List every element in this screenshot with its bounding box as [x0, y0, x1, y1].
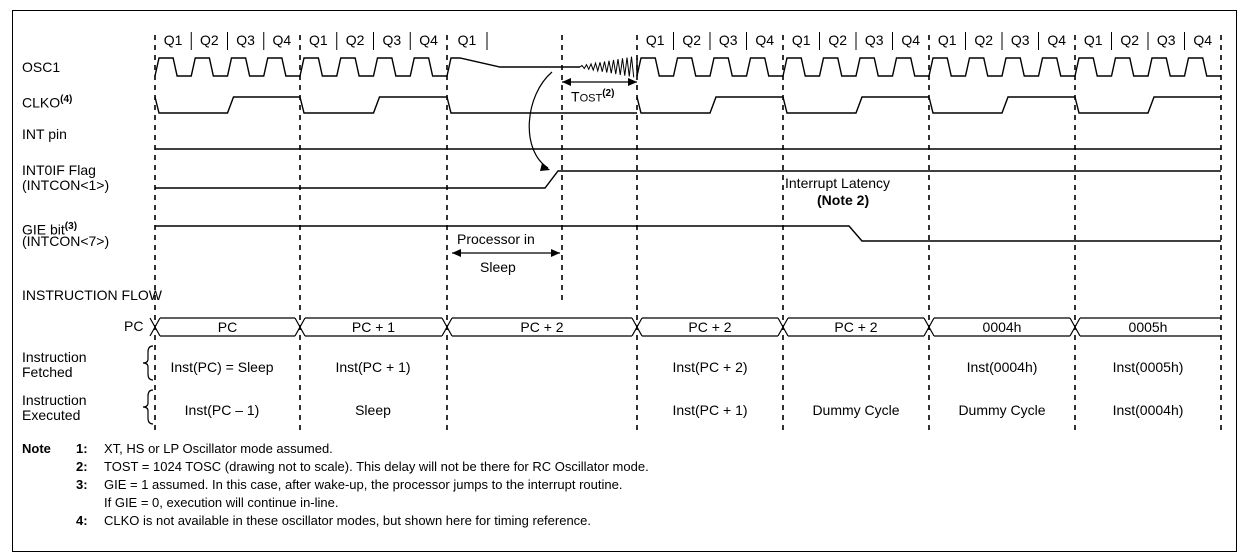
tost-label: TOST(2) — [570, 88, 615, 105]
note-1-text: XT, HS or LP Oscillator mode assumed. — [104, 441, 333, 456]
note-1-number: 1: — [76, 441, 88, 456]
executed-cell-5: Dummy Cycle — [958, 402, 1045, 418]
q-label-sleep-q1: Q1 — [458, 32, 477, 48]
osc1-waveform-pre — [154, 57, 580, 77]
executed-cell-0: Inst(PC – 1) — [185, 402, 260, 418]
q-label-0-1: Q2 — [200, 32, 219, 48]
note-2-number: 2: — [76, 459, 88, 474]
fetched-cell-3: Inst(PC + 2) — [672, 359, 747, 375]
q-label-5-0: Q1 — [938, 32, 957, 48]
q-label-6-0: Q1 — [1084, 32, 1103, 48]
diagram-frame — [12, 10, 1237, 552]
clko-waveform — [154, 96, 1221, 114]
executed-label-line1: Instruction — [22, 392, 87, 408]
q-label-4-3: Q4 — [901, 32, 920, 48]
wakeup-arrow — [528, 71, 553, 169]
pc-value-1: PC + 1 — [352, 319, 395, 335]
q-label-4-0: Q1 — [792, 32, 811, 48]
q-label-4-1: Q2 — [828, 32, 847, 48]
q-label-3-3: Q4 — [755, 32, 774, 48]
q-label-6-2: Q3 — [1157, 32, 1176, 48]
note-2-text: TOST = 1024 TOSC (drawing not to scale).… — [104, 459, 649, 474]
osc1-label: OSC1 — [22, 59, 61, 75]
note-3-text: GIE = 1 assumed. In this case, after wak… — [104, 477, 623, 492]
executed-label-line2: Executed — [22, 407, 81, 423]
sleep-arrow-right — [551, 249, 560, 257]
pc-value-0: PC — [218, 319, 237, 335]
note-4-number: 4: — [76, 513, 88, 528]
pc-label: PC — [124, 318, 144, 334]
int0if-waveform — [155, 170, 1221, 189]
q-label-0-3: Q4 — [273, 32, 292, 48]
pc-value-6: 0005h — [1129, 319, 1168, 335]
pc-value-4: PC + 2 — [834, 319, 877, 335]
q-label-5-3: Q4 — [1047, 32, 1066, 48]
fetched-label-line2: Fetched — [22, 364, 73, 380]
processor-in-sleep-line2: Sleep — [480, 259, 516, 275]
tost-note-ref: (2) — [602, 88, 615, 99]
int0if-label-line2: (INTCON<1>) — [22, 177, 110, 193]
clko-label-text: CLKO — [22, 94, 61, 111]
q-label-6-3: Q4 — [1193, 32, 1212, 48]
q-label-6-1: Q2 — [1120, 32, 1139, 48]
q-label-1-3: Q4 — [419, 32, 438, 48]
q-label-5-1: Q2 — [974, 32, 993, 48]
executed-cell-1: Sleep — [355, 402, 391, 418]
sleep-arrow-left — [452, 249, 461, 257]
fetched-cell-1: Inst(PC + 1) — [335, 359, 410, 375]
q-label-4-2: Q3 — [865, 32, 884, 48]
q-label-1-2: Q3 — [383, 32, 402, 48]
executed-cell-6: Inst(0004h) — [1113, 402, 1184, 418]
pc-value-2: PC + 2 — [520, 319, 563, 335]
instruction-flow-label: INSTRUCTION FLOW — [22, 287, 162, 303]
pc-value-5: 0004h — [983, 319, 1022, 335]
q-label-5-2: Q3 — [1011, 32, 1030, 48]
fetched-cell-0: Inst(PC) = Sleep — [170, 359, 273, 375]
processor-in-sleep-line1: Processor in — [456, 231, 536, 247]
note-3-continued-text: If GIE = 0, execution will continue in-l… — [104, 495, 339, 510]
wakeup-arrow-head — [540, 163, 550, 171]
note-4-text: CLKO is not available in these oscillato… — [104, 513, 592, 528]
pc-bus-transitions — [149, 317, 1081, 337]
pc-value-3: PC + 2 — [688, 319, 731, 335]
osc1-waveform-post — [636, 57, 1221, 77]
interrupt-latency-line2: (Note 2) — [816, 192, 871, 208]
gie-waveform — [155, 225, 1221, 242]
tost-arrow-right — [628, 78, 637, 86]
tost-subscript: OST — [579, 92, 603, 105]
gie-label-text: GIE bit — [22, 221, 65, 238]
interrupt-latency-line1: Interrupt Latency — [784, 175, 892, 191]
clko-note-ref: (4) — [60, 94, 73, 105]
executed-cell-4: Dummy Cycle — [812, 402, 899, 418]
gie-label-line2: (INTCON<7>) — [22, 233, 110, 249]
gie-label-line1: GIE bit(3) — [22, 219, 77, 238]
int0if-label-line1: INT0IF Flag — [22, 162, 96, 178]
int-pin-label: INT pin — [22, 126, 67, 142]
executed-brace — [142, 389, 154, 425]
tost-prefix: T — [571, 88, 580, 105]
q-label-3-1: Q2 — [682, 32, 701, 48]
q-label-0-2: Q3 — [236, 32, 255, 48]
tost-arrow-left — [562, 78, 571, 86]
fetched-cell-5: Inst(0004h) — [967, 359, 1038, 375]
clko-label: CLKO(4) — [22, 92, 72, 111]
fetched-cell-6: Inst(0005h) — [1113, 359, 1184, 375]
q-label-3-0: Q1 — [646, 32, 665, 48]
fetched-brace — [142, 345, 154, 381]
q-label-1-1: Q2 — [346, 32, 365, 48]
note-3-number: 3: — [76, 477, 88, 492]
q-label-3-2: Q3 — [719, 32, 738, 48]
fetched-label-line1: Instruction — [22, 349, 87, 365]
q-label-1-0: Q1 — [309, 32, 328, 48]
gie-note-ref: (3) — [64, 221, 78, 232]
executed-cell-3: Inst(PC + 1) — [672, 402, 747, 418]
osc1-startup-ramp — [579, 56, 635, 78]
q-label-0-0: Q1 — [164, 32, 183, 48]
notes-heading: Note — [22, 441, 51, 456]
